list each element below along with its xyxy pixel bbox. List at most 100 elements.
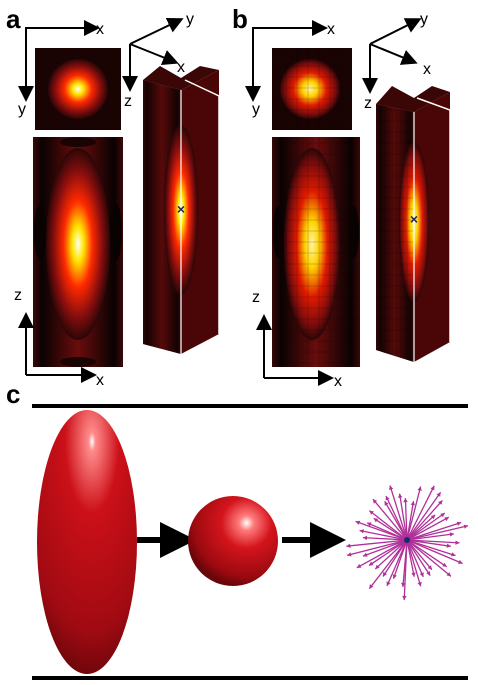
radial-arrow-head [392, 574, 397, 579]
axis-label-y: y [18, 101, 26, 118]
radial-arrow-head [362, 535, 368, 541]
radial-arrow-line [406, 516, 450, 541]
radial-arrow-head [417, 581, 422, 587]
radial-arrow-head [456, 521, 462, 526]
axis-label-z: z [364, 95, 372, 112]
radial-arrow-line [406, 539, 463, 565]
radial-arrow-line [362, 539, 408, 557]
axis-label-y: y [420, 11, 428, 28]
axis-label-z: z [252, 289, 260, 306]
radial-arrow-head [386, 581, 391, 586]
radial-arrow-line [368, 510, 408, 541]
axes-3d-a [122, 17, 184, 92]
radial-arrow-head [442, 562, 447, 567]
radial-arrow-line [398, 493, 408, 541]
radial-arrow-head [458, 559, 463, 564]
radial-arrow-line [385, 495, 408, 541]
cross-marker: × [177, 201, 185, 217]
axes-xy-b [245, 20, 328, 102]
radial-arrow-line [368, 539, 408, 567]
radial-arrow-head [401, 582, 406, 587]
radial-arrow-head [363, 552, 368, 557]
heatmap-xy-a [35, 48, 121, 130]
axis-label-z: z [124, 93, 132, 110]
radial-arrow-head [375, 564, 380, 569]
radial-arrow-head [411, 572, 416, 577]
radial-arrow-line [406, 499, 443, 541]
radial-arrow-head [430, 485, 435, 491]
radial-arrow-head [369, 584, 374, 589]
radial-arrow-line [406, 525, 469, 541]
radial-arrow-head [451, 552, 456, 557]
axis-label-x: x [177, 59, 185, 76]
radial-arrow-line [406, 539, 451, 547]
radial-arrow-line [346, 539, 408, 557]
radial-arrow-line [372, 498, 408, 541]
radial-arrow-line [406, 486, 422, 541]
radial-arrow-head [446, 572, 451, 577]
radial-arrow-head [417, 486, 422, 491]
burst-center [404, 537, 410, 543]
radial-arrow-head [438, 500, 443, 505]
radial-arrow-head [373, 499, 378, 504]
radial-arrow-head [427, 565, 432, 570]
radial-arrow-head [359, 529, 364, 534]
axis-label-x: x [327, 21, 335, 38]
radial-arrow-line [386, 539, 408, 587]
radial-arrow-line [406, 539, 422, 587]
radial-arrow-line [406, 539, 424, 578]
radial-arrow-head [398, 493, 403, 498]
radial-arrow-head [436, 492, 441, 497]
heatmap-xy-b [272, 48, 352, 130]
radial-arrow-line [356, 539, 408, 569]
radial-arrow-head [463, 524, 468, 529]
axes-xz-a [18, 312, 97, 383]
radial-arrow-head [426, 571, 431, 576]
radial-arrow-head [383, 571, 387, 577]
axis-label-z: z [14, 287, 22, 304]
radial-arrow-head [430, 514, 436, 520]
axis-label-x: x [334, 373, 342, 390]
radial-arrow-line [406, 539, 456, 557]
radial-arrow-head [455, 540, 460, 545]
radial-arrow-line [366, 522, 408, 541]
sphere-shape [188, 496, 278, 586]
radial-arrow-head [384, 501, 389, 506]
radial-arrow-head [385, 496, 390, 501]
axes-xz-b [256, 314, 334, 386]
radial-arrow-head [369, 510, 374, 515]
radial-arrow-head [402, 595, 407, 600]
radial-arrow-line [406, 521, 462, 541]
radial-arrow-line [406, 539, 431, 576]
radial-arrow-line [406, 539, 452, 577]
radial-arrow-line [404, 498, 408, 541]
slice-3d-b [376, 86, 451, 362]
radial-arrow-line [359, 529, 408, 541]
radial-arrow-head [367, 522, 372, 527]
radial-arrow-line [406, 539, 433, 571]
heatmap-xz-b [272, 137, 360, 367]
radial-arrow-head [403, 498, 408, 503]
radial-arrow-head [419, 572, 424, 577]
radial-arrow-line [402, 539, 408, 587]
axis-label-y: y [252, 101, 260, 118]
radial-arrow-head [356, 563, 362, 568]
radial-arrow-head [444, 517, 449, 522]
radial-arrows [346, 485, 469, 601]
radial-arrow-head [389, 485, 394, 490]
panel-label-a: a [6, 4, 21, 34]
axis-label-x: x [423, 61, 431, 78]
axis-label-x: x [96, 21, 104, 38]
ellipsoid-shape [37, 410, 137, 674]
axes-3d-b [362, 18, 422, 94]
radial-arrow-line [346, 539, 408, 547]
radial-arrow-head [410, 501, 415, 506]
radial-arrow-line [406, 491, 442, 541]
axes-xy-a [18, 20, 100, 102]
radial-arrow-head [346, 543, 351, 548]
radial-arrow-line [406, 514, 436, 541]
heatmap-xz-a [33, 137, 123, 367]
radial-arrow-head [347, 552, 352, 557]
radial-arrow-line [406, 485, 435, 541]
